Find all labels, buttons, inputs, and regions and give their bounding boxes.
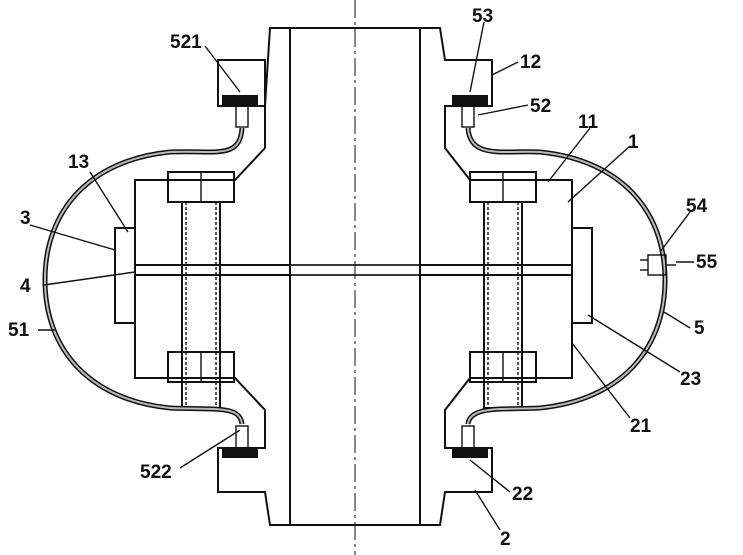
lower-right-tube <box>468 408 540 424</box>
leader-lines <box>30 22 694 530</box>
label-53: 53 <box>472 6 493 27</box>
lower-flange-left-section <box>135 275 290 525</box>
label-521: 521 <box>170 32 202 53</box>
lower-left-seal-pad <box>222 448 258 458</box>
lower-right-seal-pad <box>452 448 488 458</box>
left-clamp-ring <box>115 228 135 323</box>
label-22: 22 <box>512 484 533 505</box>
lower-flange-right-section <box>420 275 572 525</box>
upper-flange-left-section <box>135 28 290 265</box>
upper-right-seal-pad <box>452 95 488 105</box>
upper-left-seal-pad <box>222 95 258 105</box>
label-2: 2 <box>500 529 511 550</box>
label-21: 21 <box>630 416 652 437</box>
label-12: 12 <box>520 52 541 73</box>
label-23: 23 <box>680 369 701 390</box>
label-3: 3 <box>20 208 31 229</box>
label-52: 52 <box>530 96 551 117</box>
upper-flange-right-section <box>420 28 572 265</box>
label-4: 4 <box>20 276 31 297</box>
label-5: 5 <box>694 318 705 339</box>
label-11: 11 <box>578 112 599 133</box>
label-522: 522 <box>140 462 172 483</box>
outer-envelope-left <box>45 152 170 408</box>
gasket <box>135 265 572 275</box>
label-55: 55 <box>696 252 718 273</box>
label-13: 13 <box>68 152 89 173</box>
right-clamp-ring <box>572 228 592 323</box>
left-bolt-assembly <box>168 172 234 408</box>
outer-envelope-right <box>540 152 665 408</box>
label-54: 54 <box>686 196 708 217</box>
label-1: 1 <box>628 132 639 153</box>
right-bolt-assembly <box>470 172 536 408</box>
label-51: 51 <box>8 320 30 341</box>
